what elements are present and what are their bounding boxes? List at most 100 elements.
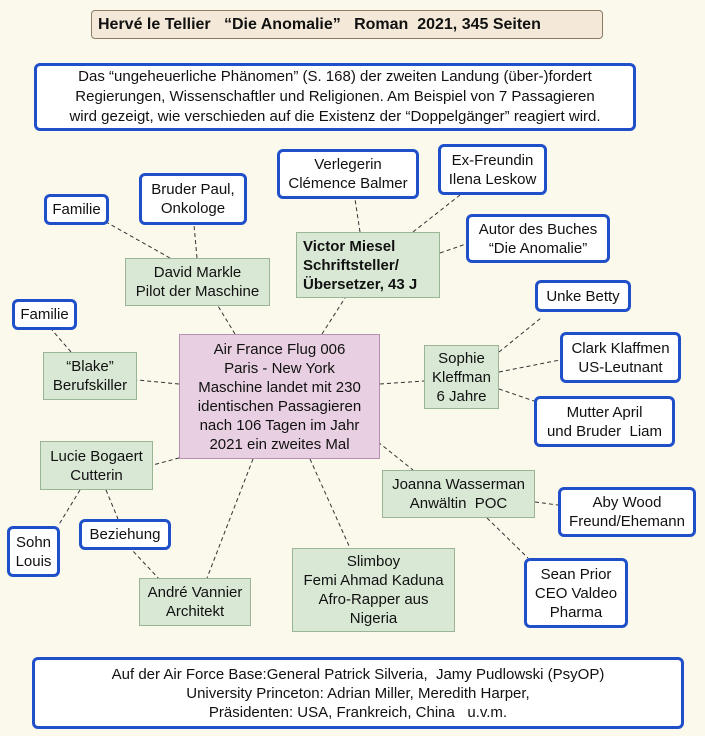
node-line: Verlegerin <box>314 156 382 173</box>
center-line: Air France Flug 006 <box>213 340 346 358</box>
node-verlegerin: Verlegerin Clémence Balmer <box>277 149 419 199</box>
node-line: Architekt <box>165 603 225 620</box>
link-andre-beziehung <box>131 549 161 581</box>
link-joanna-sean <box>486 517 529 559</box>
link-center-slimboy <box>309 458 351 549</box>
node-david-markle: David Markle Pilot der Maschine <box>125 258 270 306</box>
intro-box: Das “ungeheuerliche Phänomen” (S. 168) d… <box>34 63 636 131</box>
node-aby-wood: Aby Wood Freund/Ehemann <box>558 487 696 537</box>
center-line: Paris - New York <box>224 359 335 377</box>
node-line: US-Leutnant <box>578 358 663 376</box>
node-joanna-wasserman: Joanna Wasserman Anwältin POC <box>382 470 535 518</box>
node-unke-betty: Unke Betty <box>535 280 631 312</box>
node-line: und Bruder Liam <box>546 422 663 440</box>
link-blake-familie <box>51 329 72 353</box>
node-line: Cutterin <box>70 466 123 484</box>
node-line: Freund/Ehemann <box>569 513 685 530</box>
node-clark-klaffmen: Clark Klaffmen US-Leutnant <box>560 332 681 383</box>
node-line: Pharma <box>549 603 603 621</box>
node-line: Onkologe <box>160 200 226 217</box>
center-line: identischen Passagieren <box>197 397 362 415</box>
node-line: Autor des Buches <box>478 220 598 238</box>
node-andre-vannier: André Vannier Architekt <box>139 578 251 626</box>
node-sohn-louis: Sohn Louis <box>7 526 60 577</box>
node-line: Berufskiller <box>52 377 128 394</box>
node-line: Beziehung <box>89 526 161 543</box>
center-node-flight: Air France Flug 006 Paris - New York Mas… <box>179 334 380 459</box>
center-line: 2021 ein zweites Mal <box>209 435 350 453</box>
node-line: “Die Anomalie” <box>488 239 588 257</box>
node-line: Aby Wood <box>592 494 662 511</box>
node-line: CEO Valdeo <box>534 584 618 602</box>
node-line: Anwältin POC <box>409 495 508 512</box>
node-sean-prior: Sean Prior CEO Valdeo Pharma <box>524 558 628 628</box>
node-line: André Vannier <box>147 584 243 601</box>
node-line: Mutter April <box>566 403 643 421</box>
node-line: Clark Klaffmen <box>571 339 670 357</box>
node-line: Schriftsteller/ <box>303 256 399 274</box>
node-line: Sophie <box>438 349 485 367</box>
node-line: Sohn <box>15 533 52 551</box>
node-victor-miesel: Victor Miesel Schriftsteller/ Übersetzer… <box>296 232 440 298</box>
intro-line: Das “ungeheuerliche Phänomen” (S. 168) d… <box>78 68 592 85</box>
link-david-familie <box>105 221 171 259</box>
node-line: Bruder Paul, <box>151 181 235 198</box>
node-line: Familie <box>20 306 69 323</box>
node-ex-freundin: Ex-Freundin Ilena Leskow <box>438 144 547 195</box>
node-line: Clémence Balmer <box>288 175 408 192</box>
node-bruder-paul: Bruder Paul, Onkologe <box>139 173 247 225</box>
link-victor-exfreundin <box>412 194 461 233</box>
center-line: Maschine landet mit 230 <box>198 378 361 396</box>
node-line: Ilena Leskow <box>448 170 537 188</box>
page-title: Hervé le Tellier “Die Anomalie” Roman 20… <box>91 10 603 39</box>
footer-line: University Princeton: Adrian Miller, Mer… <box>186 684 530 702</box>
link-sophie-unke <box>498 317 542 353</box>
link-center-blake <box>136 379 180 385</box>
footer-line: Präsidenten: USA, Frankreich, China u.v.… <box>208 703 508 721</box>
intro-line: wird gezeigt, wie verschieden auf die Ex… <box>69 108 601 125</box>
node-line: Victor Miesel <box>303 237 396 255</box>
node-line: Pilot der Maschine <box>135 283 260 300</box>
link-sophie-mutter <box>498 388 538 403</box>
link-lucie-beziehung <box>105 489 119 520</box>
footer-box: Auf der Air Force Base:General Patrick S… <box>32 657 684 729</box>
node-line: Übersetzer, 43 J <box>303 275 418 293</box>
node-autor: Autor des Buches “Die Anomalie” <box>466 214 610 263</box>
link-center-joanna <box>377 441 414 471</box>
node-blake: “Blake” Berufskiller <box>43 352 137 400</box>
link-victor-autor <box>439 243 467 254</box>
node-line: Lucie Bogaert <box>50 447 143 465</box>
intro-line: Regierungen, Wissenschaftler und Religio… <box>75 88 595 105</box>
node-line: Ex-Freundin <box>451 151 534 169</box>
node-line: Nigeria <box>349 610 398 627</box>
node-line: Unke Betty <box>546 287 620 305</box>
node-line: David Markle <box>153 264 242 281</box>
node-line: Sean Prior <box>540 565 612 583</box>
node-familie-top: Familie <box>44 194 109 225</box>
link-sophie-clark <box>498 359 561 373</box>
link-center-victor <box>321 297 346 335</box>
node-beziehung: Beziehung <box>79 519 171 550</box>
node-line: Slimboy <box>346 553 401 570</box>
node-line: Louis <box>15 552 52 570</box>
link-center-sophie <box>379 380 425 385</box>
node-familie-left: Familie <box>12 299 77 330</box>
node-line: Joanna Wasserman <box>392 476 525 493</box>
node-line: “Blake” <box>66 358 114 375</box>
link-center-andre <box>206 458 254 579</box>
node-line: 6 Jahre <box>436 387 487 405</box>
link-david-bruder <box>193 224 198 259</box>
node-line: Kleffman <box>432 368 491 386</box>
center-line: nach 106 Tagen im Jahr <box>199 416 360 434</box>
node-slimboy: Slimboy Femi Ahmad Kaduna Afro-Rapper au… <box>292 548 455 632</box>
node-lucie-bogaert: Lucie Bogaert Cutterin <box>40 441 153 490</box>
node-line: Afro-Rapper aus <box>318 591 429 608</box>
link-center-lucie <box>152 455 187 466</box>
link-joanna-aby <box>534 501 559 506</box>
node-line: Femi Ahmad Kaduna <box>303 572 444 589</box>
node-line: Familie <box>52 201 101 218</box>
page-title-text: Hervé le Tellier “Die Anomalie” Roman 20… <box>98 16 541 33</box>
link-victor-verlegerin <box>354 198 361 233</box>
link-lucie-sohn <box>57 489 81 527</box>
